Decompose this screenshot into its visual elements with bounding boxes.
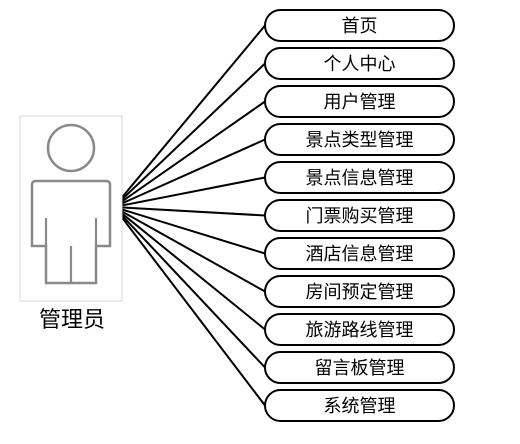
function-node-8: 房间预定管理	[264, 275, 455, 308]
function-node-label: 景点类型管理	[306, 130, 414, 151]
function-node-shape	[264, 389, 455, 422]
function-node-11: 系统管理	[264, 389, 455, 422]
function-node-label: 景点信息管理	[306, 168, 414, 189]
function-node-label: 系统管理	[324, 396, 396, 417]
function-node-shape	[264, 161, 455, 194]
actor-head	[46, 123, 96, 173]
function-node-shape	[264, 351, 455, 384]
connector-8	[113, 206, 266, 293]
function-node-shape	[264, 313, 455, 346]
function-node-shape	[264, 47, 455, 80]
function-node-9: 旅游路线管理	[264, 313, 455, 346]
function-node-label: 个人中心	[324, 54, 396, 75]
admin-actor	[19, 115, 123, 302]
function-node-4: 景点类型管理	[264, 123, 455, 156]
user-actor-icon	[30, 123, 112, 285]
connector-7	[113, 206, 266, 255]
function-node-shape	[264, 123, 455, 156]
function-node-shape	[264, 85, 455, 118]
function-node-shape	[264, 237, 455, 270]
actor-label: 管理员	[38, 308, 105, 333]
function-node-label: 酒店信息管理	[306, 244, 414, 265]
function-nodes: 首页个人中心用户管理景点类型管理景点信息管理门票购买管理酒店信息管理房间预定管理…	[264, 9, 455, 422]
function-node-label: 门票购买管理	[306, 206, 414, 227]
function-node-1: 首页	[264, 9, 455, 42]
function-node-shape	[264, 199, 455, 232]
function-node-shape	[264, 9, 455, 42]
actor-body	[30, 179, 112, 285]
function-node-label: 旅游路线管理	[306, 320, 414, 341]
function-node-10: 留言板管理	[264, 351, 455, 384]
function-node-label: 留言板管理	[315, 358, 405, 379]
connector-1	[113, 24, 266, 208]
connector-4	[113, 138, 266, 208]
connector-6	[113, 206, 266, 217]
connector-2	[113, 62, 266, 208]
connector-9	[113, 206, 266, 331]
connector-3	[113, 100, 266, 208]
connector-10	[113, 206, 266, 369]
function-node-label: 首页	[342, 16, 378, 37]
connector-lines	[113, 24, 266, 407]
function-node-label: 房间预定管理	[306, 282, 414, 303]
function-node-6: 门票购买管理	[264, 199, 455, 232]
function-node-5: 景点信息管理	[264, 161, 455, 194]
function-node-shape	[264, 275, 455, 308]
function-node-3: 用户管理	[264, 85, 455, 118]
connector-11	[113, 206, 266, 407]
function-node-label: 用户管理	[324, 92, 396, 113]
function-node-2: 个人中心	[264, 47, 455, 80]
connector-5	[113, 176, 266, 208]
function-node-7: 酒店信息管理	[264, 237, 455, 270]
